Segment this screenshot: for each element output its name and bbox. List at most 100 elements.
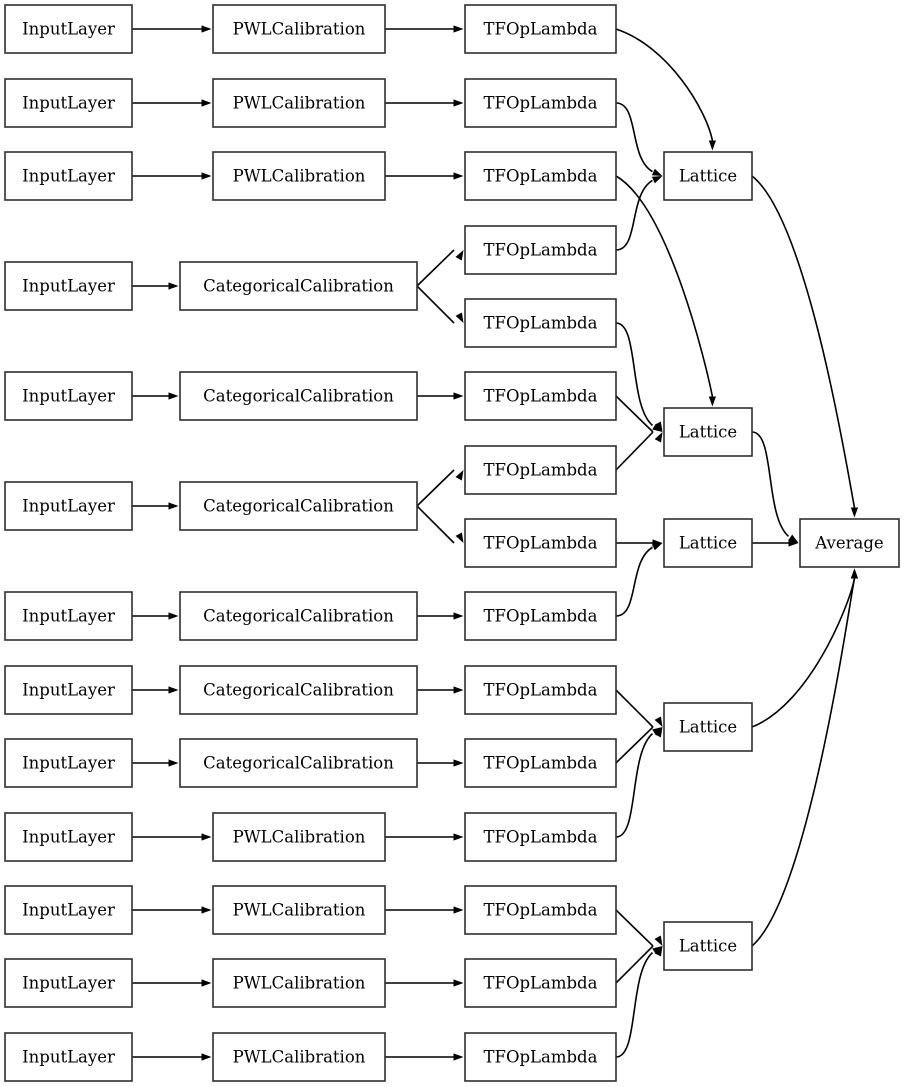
node-in5[interactable]: InputLayer	[4, 371, 133, 421]
node-in13[interactable]: InputLayer	[4, 1032, 133, 1082]
node-op12[interactable]: TFOpLambda	[464, 812, 617, 862]
node-label: CategoricalCalibration	[203, 497, 394, 516]
node-op11[interactable]: TFOpLambda	[464, 738, 617, 788]
node-label: InputLayer	[22, 607, 115, 626]
node-cal8[interactable]: CategoricalCalibration	[179, 665, 418, 715]
node-op1[interactable]: TFOpLambda	[464, 4, 617, 54]
node-label: CategoricalCalibration	[203, 754, 394, 773]
node-box	[663, 407, 753, 457]
node-in9[interactable]: InputLayer	[4, 738, 133, 788]
node-cal11[interactable]: PWLCalibration	[212, 885, 386, 935]
node-op8[interactable]: TFOpLambda	[464, 518, 617, 568]
node-op14[interactable]: TFOpLambda	[464, 958, 617, 1008]
node-box	[212, 1032, 386, 1082]
node-in8[interactable]: InputLayer	[4, 665, 133, 715]
node-op15[interactable]: TFOpLambda	[464, 1032, 617, 1082]
node-box	[4, 738, 133, 788]
node-cal5[interactable]: CategoricalCalibration	[179, 371, 418, 421]
node-label: PWLCalibration	[233, 167, 366, 186]
node-box	[212, 885, 386, 935]
node-box	[212, 958, 386, 1008]
node-op7[interactable]: TFOpLambda	[464, 445, 617, 495]
node-box	[4, 885, 133, 935]
node-box	[464, 1032, 617, 1082]
node-label: TFOpLambda	[484, 901, 598, 920]
node-label: TFOpLambda	[484, 387, 598, 406]
node-box	[4, 4, 133, 54]
node-box	[464, 958, 617, 1008]
node-label: Lattice	[679, 937, 737, 956]
node-box	[4, 151, 133, 201]
node-box	[464, 4, 617, 54]
node-label: InputLayer	[22, 974, 115, 993]
node-box	[4, 591, 133, 641]
node-box	[464, 371, 617, 421]
node-lat3[interactable]: Lattice	[663, 518, 753, 568]
node-cal12[interactable]: PWLCalibration	[212, 958, 386, 1008]
node-label: InputLayer	[22, 1048, 115, 1067]
node-in4[interactable]: InputLayer	[4, 261, 133, 311]
node-box	[179, 371, 418, 421]
node-in2[interactable]: InputLayer	[4, 78, 133, 128]
node-box	[464, 738, 617, 788]
node-box	[464, 812, 617, 862]
node-box	[212, 812, 386, 862]
node-lat1[interactable]: Lattice	[663, 151, 753, 201]
node-box	[663, 702, 753, 752]
node-cal9[interactable]: CategoricalCalibration	[179, 738, 418, 788]
node-box	[799, 518, 900, 568]
node-in3[interactable]: InputLayer	[4, 151, 133, 201]
node-label: TFOpLambda	[484, 94, 598, 113]
node-box	[179, 665, 418, 715]
node-cal6[interactable]: CategoricalCalibration	[179, 481, 418, 531]
node-in10[interactable]: InputLayer	[4, 812, 133, 862]
node-label: InputLayer	[22, 20, 115, 39]
node-op3[interactable]: TFOpLambda	[464, 151, 617, 201]
node-box	[464, 665, 617, 715]
node-box	[179, 261, 418, 311]
node-box	[663, 921, 753, 971]
node-label: InputLayer	[22, 387, 115, 406]
node-label: Lattice	[679, 534, 737, 553]
node-op10[interactable]: TFOpLambda	[464, 665, 617, 715]
node-box	[4, 371, 133, 421]
node-box	[4, 261, 133, 311]
node-op5[interactable]: TFOpLambda	[464, 298, 617, 348]
node-in7[interactable]: InputLayer	[4, 591, 133, 641]
node-lat4[interactable]: Lattice	[663, 702, 753, 752]
node-op9[interactable]: TFOpLambda	[464, 591, 617, 641]
node-label: TFOpLambda	[484, 754, 598, 773]
node-label: PWLCalibration	[233, 974, 366, 993]
node-cal3[interactable]: PWLCalibration	[212, 151, 386, 201]
node-in6[interactable]: InputLayer	[4, 481, 133, 531]
node-cal7[interactable]: CategoricalCalibration	[179, 591, 418, 641]
node-cal1[interactable]: PWLCalibration	[212, 4, 386, 54]
node-label: CategoricalCalibration	[203, 607, 394, 626]
node-label: CategoricalCalibration	[203, 277, 394, 296]
node-op6[interactable]: TFOpLambda	[464, 371, 617, 421]
node-cal10[interactable]: PWLCalibration	[212, 812, 386, 862]
node-cal2[interactable]: PWLCalibration	[212, 78, 386, 128]
node-label: TFOpLambda	[484, 1048, 598, 1067]
node-cal4[interactable]: CategoricalCalibration	[179, 261, 418, 311]
node-in1[interactable]: InputLayer	[4, 4, 133, 54]
node-in12[interactable]: InputLayer	[4, 958, 133, 1008]
node-lat5[interactable]: Lattice	[663, 921, 753, 971]
node-label: Lattice	[679, 423, 737, 442]
node-box	[464, 151, 617, 201]
node-op2[interactable]: TFOpLambda	[464, 78, 617, 128]
node-box	[4, 481, 133, 531]
node-in11[interactable]: InputLayer	[4, 885, 133, 935]
node-label: CategoricalCalibration	[203, 681, 394, 700]
node-label: InputLayer	[22, 277, 115, 296]
node-op13[interactable]: TFOpLambda	[464, 885, 617, 935]
node-lat2[interactable]: Lattice	[663, 407, 753, 457]
node-cal13[interactable]: PWLCalibration	[212, 1032, 386, 1082]
node-box	[179, 591, 418, 641]
node-op4[interactable]: TFOpLambda	[464, 225, 617, 275]
node-avg[interactable]: Average	[799, 518, 900, 568]
node-layer: InputLayerInputLayerInputLayerInputLayer…	[4, 4, 900, 1082]
node-label: PWLCalibration	[233, 901, 366, 920]
node-box	[663, 151, 753, 201]
